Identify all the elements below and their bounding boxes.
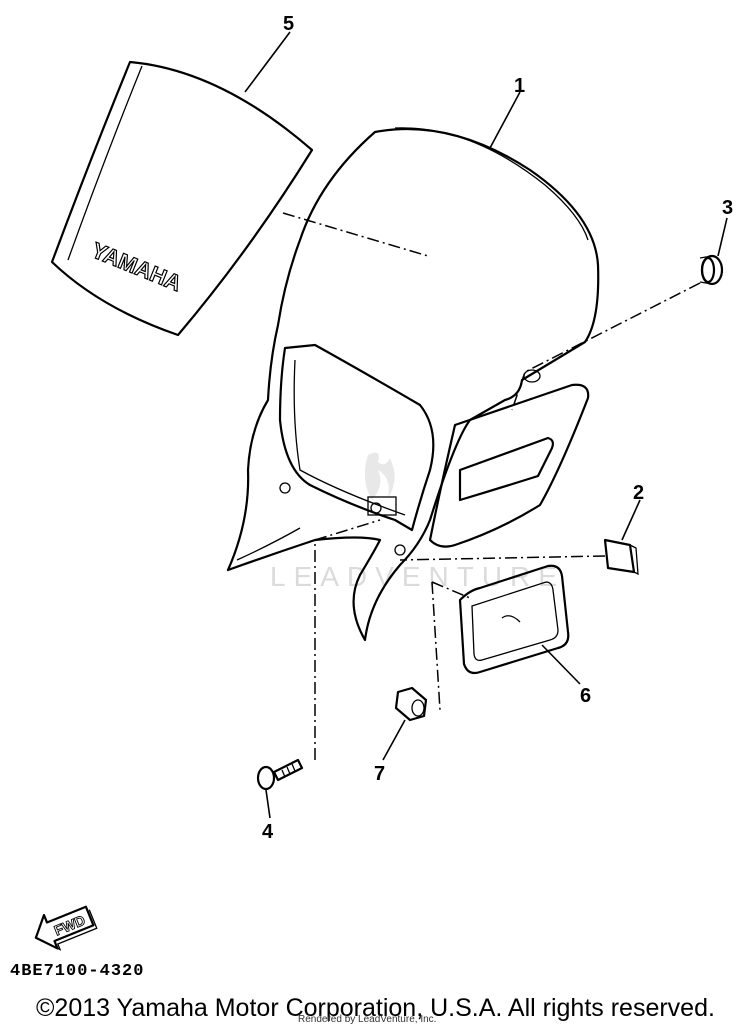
callout-4: 4 — [262, 821, 274, 843]
leader-lines — [244, 31, 728, 819]
callout-3: 3 — [722, 197, 733, 219]
watermark: LEADVENTURE — [270, 452, 565, 592]
callouts: 1 2 3 4 5 6 7 — [262, 13, 733, 843]
screw — [256, 758, 304, 791]
nut — [394, 686, 428, 722]
callout-1: 1 — [514, 75, 525, 97]
fwd-arrow-badge: FWD — [34, 905, 98, 951]
callout-2: 2 — [633, 482, 644, 504]
visor-brand-text: YAMAHA — [88, 237, 185, 296]
rendered-by-text: Rendered by LeadVenture, Inc. — [298, 1014, 437, 1025]
callout-7: 7 — [374, 763, 385, 785]
callout-6: 6 — [580, 685, 591, 707]
windshield-visor: YAMAHA — [50, 60, 314, 337]
callout-5: 5 — [283, 13, 294, 35]
copyright-text: ©2013 Yamaha Motor Corporation, U.S.A. A… — [36, 994, 715, 1022]
diagram-code: 4BE7100-4320 — [10, 962, 145, 981]
reflector — [458, 564, 570, 675]
grommet — [699, 254, 724, 286]
damper-pad — [603, 538, 639, 576]
assembly-lines — [282, 212, 701, 760]
watermark-text: LEADVENTURE — [270, 561, 565, 592]
